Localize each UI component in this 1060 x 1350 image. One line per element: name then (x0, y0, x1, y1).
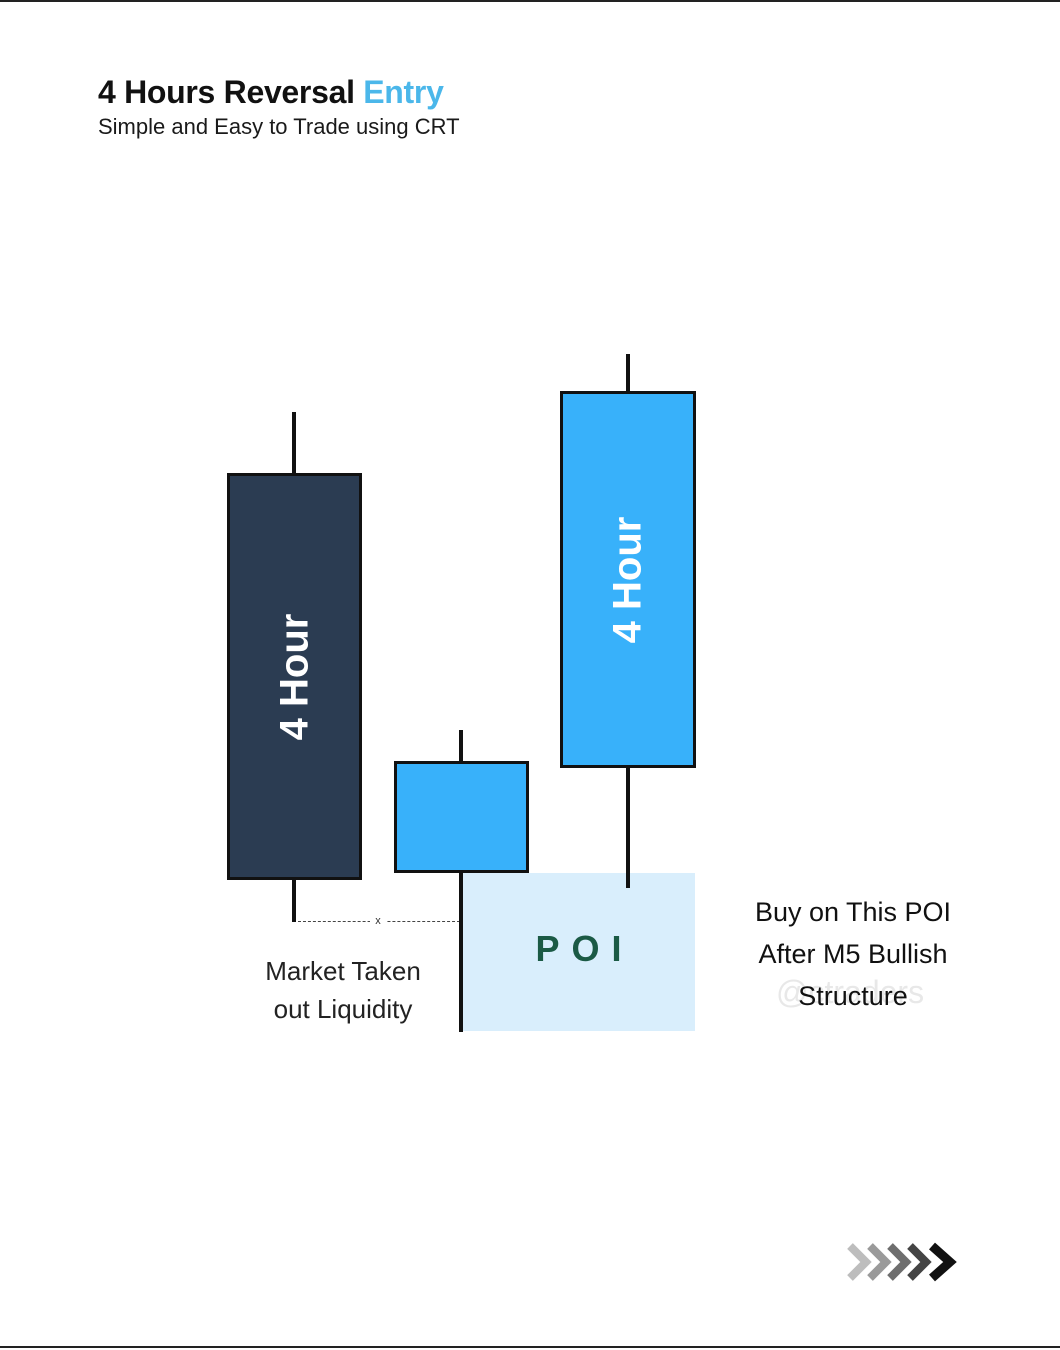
poi-label: POI (535, 928, 634, 969)
first-candle-lower-wick (292, 879, 296, 922)
chevron-3 (887, 1243, 912, 1281)
chevron-5 (929, 1242, 957, 1282)
third-candle-upper-wick (626, 354, 630, 393)
second-candle-body (394, 761, 529, 873)
watermark: @ctraders (776, 974, 925, 1010)
liquidity-marker: x (370, 914, 386, 928)
chevron-4 (907, 1243, 932, 1281)
poi-zone (462, 873, 695, 1031)
top-border (0, 0, 1060, 2)
title-accent: Entry (363, 74, 444, 110)
first-candle-label: 4 Hour (272, 613, 316, 740)
chevron-1 (847, 1243, 872, 1281)
liquidity-caption: Market Taken out Liquidity (240, 952, 446, 1028)
first-candle-body: 4 Hour (227, 473, 362, 880)
bottom-border (0, 1346, 1060, 1348)
entry-note-line2: After M5 Bullish (758, 939, 948, 969)
entry-note-line1: Buy on This POI (754, 897, 952, 927)
entry-note: Buy on This POI After M5 Bullish Structu… (728, 891, 978, 1017)
page-subtitle: Simple and Easy to Trade using CRT (98, 114, 460, 139)
first-candle-upper-wick (292, 412, 296, 474)
third-candle-label: 4 Hour (605, 516, 650, 643)
second-candle-lower-wick (459, 871, 463, 1032)
page-title: 4 Hours Reversal Entry (98, 74, 444, 111)
chevron-2 (867, 1243, 892, 1281)
liquidity-caption-line1: Market Taken (265, 956, 421, 986)
liquidity-caption-line2: out Liquidity (273, 994, 413, 1024)
third-candle-body: 4 Hour (560, 391, 696, 768)
chevrons-right-icon[interactable] (846, 1240, 964, 1284)
second-candle-upper-wick (459, 730, 463, 763)
title-main: 4 Hours Reversal (98, 74, 355, 110)
entry-note-line3: Structure (798, 981, 908, 1011)
third-candle-lower-wick (626, 766, 630, 888)
